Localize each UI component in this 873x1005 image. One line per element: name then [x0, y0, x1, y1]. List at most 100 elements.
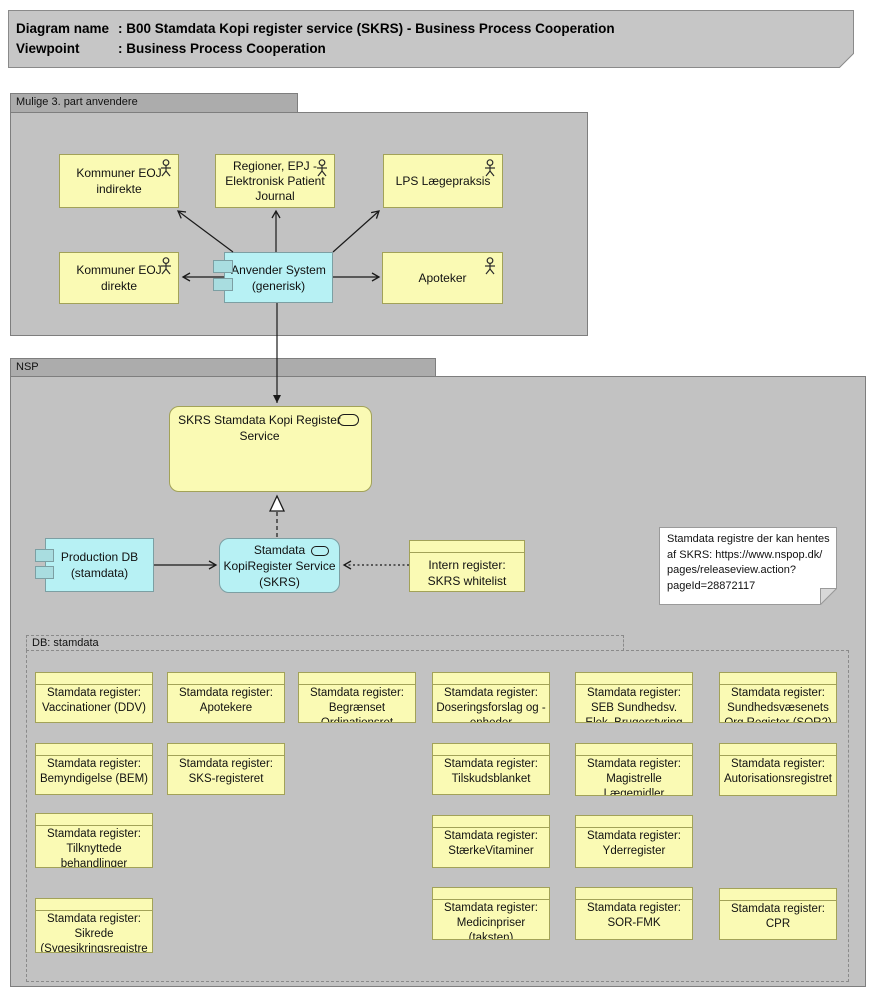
group-nsp-label: NSP [16, 361, 39, 373]
data-object-label: Intern register: SKRS whitelist [427, 557, 507, 588]
actor-label: Kommuner EOJ direkte [76, 263, 162, 293]
component-port-icon [213, 260, 233, 273]
data-object-band [433, 888, 549, 900]
register-apotekere: Stamdata register: Apotekere [167, 672, 285, 723]
register-tilknyttede-behandlinger: Stamdata register: Tilknyttede behandlin… [35, 813, 153, 868]
data-object-intern-register: Intern register: SKRS whitelist [409, 540, 525, 592]
header-diagram-name-value: : B00 Stamdata Kopi register service (SK… [118, 21, 615, 36]
actor-label: Kommuner EOJ indirekte [76, 166, 162, 196]
actor-label: LPS Lægepraksis [395, 174, 491, 188]
register-tilskudsblanket: Stamdata register: Tilskudsblanket [432, 743, 550, 795]
register-label: Stamdata register: Tilskudsblanket [444, 758, 538, 785]
register-staerkevitaminer: Stamdata register: StærkeVitaminer [432, 815, 550, 868]
register-label: Stamdata register: Doseringsforslag og -… [436, 687, 546, 722]
register-sks-registeret: Stamdata register: SKS-registeret [167, 743, 285, 795]
component-anvender-system: Anvender System (generisk) [213, 252, 333, 303]
group-third-party-tab: Mulige 3. part anvendere [10, 93, 298, 113]
register-label: Stamdata register: Sikrede (Sygesikrings… [40, 913, 148, 952]
register-vaccinationer-ddv: Stamdata register: Vaccinationer (DDV) [35, 672, 153, 723]
group-db-stamdata-label: DB: stamdata [32, 637, 99, 649]
register-sikrede-sygesikring: Stamdata register: Sikrede (Sygesikrings… [35, 898, 153, 953]
component-production-db: Production DB (stamdata) [35, 538, 154, 592]
data-object-band [410, 541, 524, 553]
component-port-icon [213, 278, 233, 291]
component-label: Production DB (stamdata) [60, 550, 139, 580]
component-port-icon [35, 549, 54, 562]
header-note-shape [8, 10, 854, 68]
data-object-band [433, 673, 549, 685]
group-third-party-label: Mulige 3. part anvendere [16, 96, 138, 108]
data-object-band [576, 673, 692, 685]
actor-icon [317, 159, 327, 177]
register-label: Stamdata register: Autorisationsregistre… [723, 758, 833, 785]
service-label: Stamdata KopiRegister Service (SKRS) [223, 542, 336, 589]
actor-box-lps-laegepraksis: LPS Lægepraksis [383, 154, 503, 208]
data-object-band [36, 814, 152, 826]
register-sor-fmk: Stamdata register: SOR-FMK [575, 887, 693, 940]
actor-box-apoteker: Apoteker [382, 252, 503, 304]
component-label: Anvender System (generisk) [231, 262, 326, 293]
note-skrs-links: Stamdata registre der kan hentes af SKRS… [659, 527, 837, 605]
register-label: Stamdata register: Yderregister [587, 830, 681, 857]
data-object-band [36, 744, 152, 756]
register-begraenset-ordinationsret: Stamdata register: Begrænset Ordinations… [298, 672, 416, 723]
data-object-band [36, 899, 152, 911]
actor-box-kommuner-eoj-indirekte: Kommuner EOJ indirekte [59, 154, 179, 208]
note-text: Stamdata registre der kan hentes af SKRS… [667, 533, 830, 592]
group-db-stamdata-body [26, 650, 849, 982]
register-doseringsforslag: Stamdata register: Doseringsforslag og -… [432, 672, 550, 723]
data-object-band [433, 744, 549, 756]
data-object-band [576, 744, 692, 756]
data-object-band [720, 744, 836, 756]
service-icon [311, 546, 329, 556]
actor-icon [161, 159, 171, 177]
actor-icon [485, 159, 495, 177]
header-viewpoint-label: Viewpoint [16, 41, 80, 56]
service-icon [338, 414, 359, 426]
register-label: Stamdata register: Magistrelle Lægemidle… [587, 758, 681, 795]
register-label: Stamdata register: CPR [731, 903, 825, 930]
header-viewpoint-value: : Business Process Cooperation [118, 41, 326, 56]
register-medicinpriser-taksten: Stamdata register: Medicinpriser (takste… [432, 887, 550, 940]
register-label: Stamdata register: Tilknyttede behandlin… [47, 828, 141, 867]
register-label: Stamdata register: StærkeVitaminer [444, 830, 538, 857]
actor-label: Regioner, EPJ - Elektronisk Patient Jour… [225, 158, 325, 203]
register-seb-brugerstyring: Stamdata register: SEB Sundhedsv. Elek. … [575, 672, 693, 723]
group-nsp-tab: NSP [10, 358, 436, 377]
component-port-icon [35, 566, 54, 579]
diagram-header-note: Diagram name : B00 Stamdata Kopi registe… [8, 10, 854, 68]
service-label: SKRS Stamdata Kopi Register Service [178, 413, 341, 443]
header-line-1: Diagram name : B00 Stamdata Kopi registe… [16, 19, 844, 39]
register-label: Stamdata register: Medicinpriser (takste… [444, 902, 538, 939]
note-shape [659, 527, 837, 605]
register-sor2: Stamdata register: Sundhedsvæsenets Org … [719, 672, 837, 723]
actor-label: Apoteker [418, 271, 467, 285]
group-db-stamdata-label-tab: DB: stamdata [26, 635, 624, 651]
header-line-2: Viewpoint : Business Process Cooperation [16, 39, 844, 59]
register-cpr: Stamdata register: CPR [719, 888, 837, 940]
register-label: Stamdata register: SOR-FMK [587, 902, 681, 929]
register-autorisationsregistret: Stamdata register: Autorisationsregistre… [719, 743, 837, 796]
register-label: Stamdata register: Bemyndigelse (BEM) [39, 758, 148, 785]
register-label: Stamdata register: Apotekere [179, 687, 273, 714]
data-object-band [36, 673, 152, 685]
data-object-band [720, 889, 836, 901]
actor-box-regioner-epj: Regioner, EPJ - Elektronisk Patient Jour… [215, 154, 335, 208]
data-object-band [576, 888, 692, 900]
service-kopiregister-skrs: Stamdata KopiRegister Service (SKRS) [219, 538, 340, 593]
data-object-band [168, 673, 284, 685]
service-skrs-kopi-register: SKRS Stamdata Kopi Register Service [169, 406, 372, 492]
data-object-band [720, 673, 836, 685]
actor-box-kommuner-eoj-direkte: Kommuner EOJ direkte [59, 252, 179, 304]
data-object-band [168, 744, 284, 756]
register-label: Stamdata register: Vaccinationer (DDV) [42, 687, 146, 714]
register-yderregister: Stamdata register: Yderregister [575, 815, 693, 868]
register-label: Stamdata register: Begrænset Ordinations… [310, 687, 404, 722]
register-label: Stamdata register: Sundhedsvæsenets Org … [724, 687, 831, 722]
register-magistrelle-laegemidler: Stamdata register: Magistrelle Lægemidle… [575, 743, 693, 796]
actor-icon [161, 257, 171, 275]
data-object-band [433, 816, 549, 828]
note-fold-icon [820, 588, 837, 605]
register-label: Stamdata register: SEB Sundhedsv. Elek. … [585, 687, 682, 722]
